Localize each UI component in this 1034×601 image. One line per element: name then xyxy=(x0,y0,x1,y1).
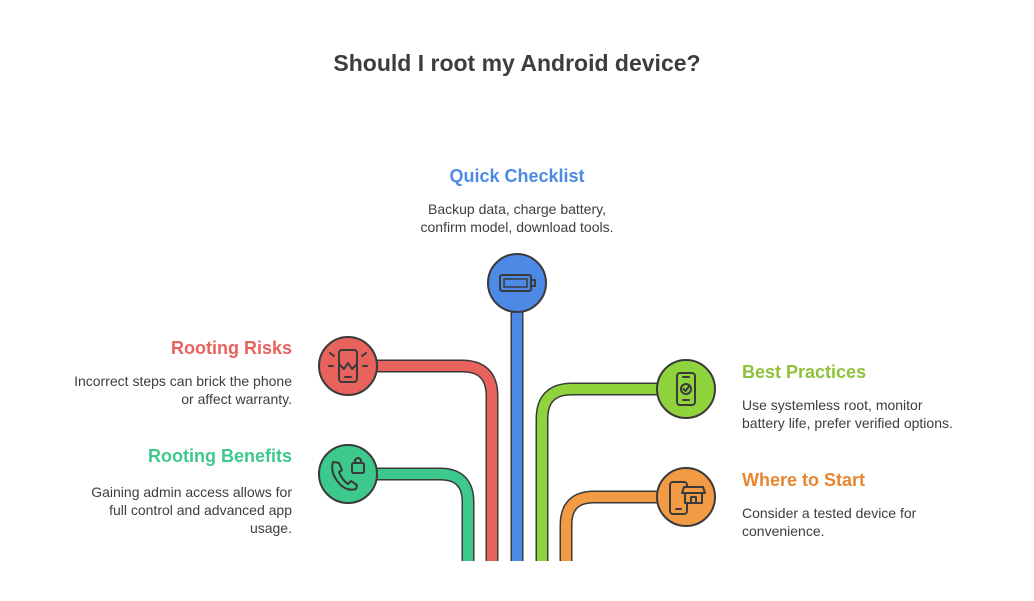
practices-description: Use systemless root, monitor battery lif… xyxy=(742,396,1022,432)
start-description: Consider a tested device for convenience… xyxy=(742,504,1022,540)
practices-node xyxy=(656,359,716,419)
battery-icon xyxy=(499,274,536,292)
checklist-node xyxy=(487,253,547,313)
risks-desc-line: or affect warranty. xyxy=(181,391,292,407)
practices-title: Best Practices xyxy=(742,362,867,382)
risks-desc-line: Incorrect steps can brick the phone xyxy=(74,373,292,389)
broken-phone-icon xyxy=(328,349,368,383)
connector-benefits xyxy=(368,467,475,561)
benefits-desc-line: usage. xyxy=(249,520,292,536)
checklist-title: Quick Checklist xyxy=(449,166,585,186)
connector-start xyxy=(559,490,665,561)
checklist-desc-line: confirm model, download tools. xyxy=(420,219,614,235)
risks-node xyxy=(318,336,378,396)
start-title: Where to Start xyxy=(742,470,866,490)
start-node xyxy=(656,467,716,527)
page-title: Should I root my Android device? xyxy=(333,50,701,76)
benefits-desc-line: full control and advanced app xyxy=(109,502,292,518)
checklist-description: Backup data, charge battery, confirm mod… xyxy=(367,200,667,236)
benefits-title: Rooting Benefits xyxy=(148,446,292,466)
phone-check-icon xyxy=(676,372,696,406)
start-desc-line: convenience. xyxy=(742,523,825,539)
practices-desc-line: Use systemless root, monitor xyxy=(742,397,923,413)
phone-lock-icon xyxy=(331,457,365,491)
benefits-description: Gaining admin access allows for full con… xyxy=(20,483,292,537)
practices-desc-line: battery life, prefer verified options. xyxy=(742,415,953,431)
checklist-desc-line: Backup data, charge battery, xyxy=(428,201,606,217)
risks-title: Rooting Risks xyxy=(170,338,292,358)
connector-practices xyxy=(535,382,665,561)
risks-description: Incorrect steps can brick the phone or a… xyxy=(20,372,292,408)
start-desc-line: Consider a tested device for xyxy=(742,505,917,521)
phone-store-icon xyxy=(669,481,706,515)
benefits-desc-line: Gaining admin access allows for xyxy=(91,484,292,500)
benefits-node xyxy=(318,444,378,504)
connector-risks xyxy=(368,359,499,561)
